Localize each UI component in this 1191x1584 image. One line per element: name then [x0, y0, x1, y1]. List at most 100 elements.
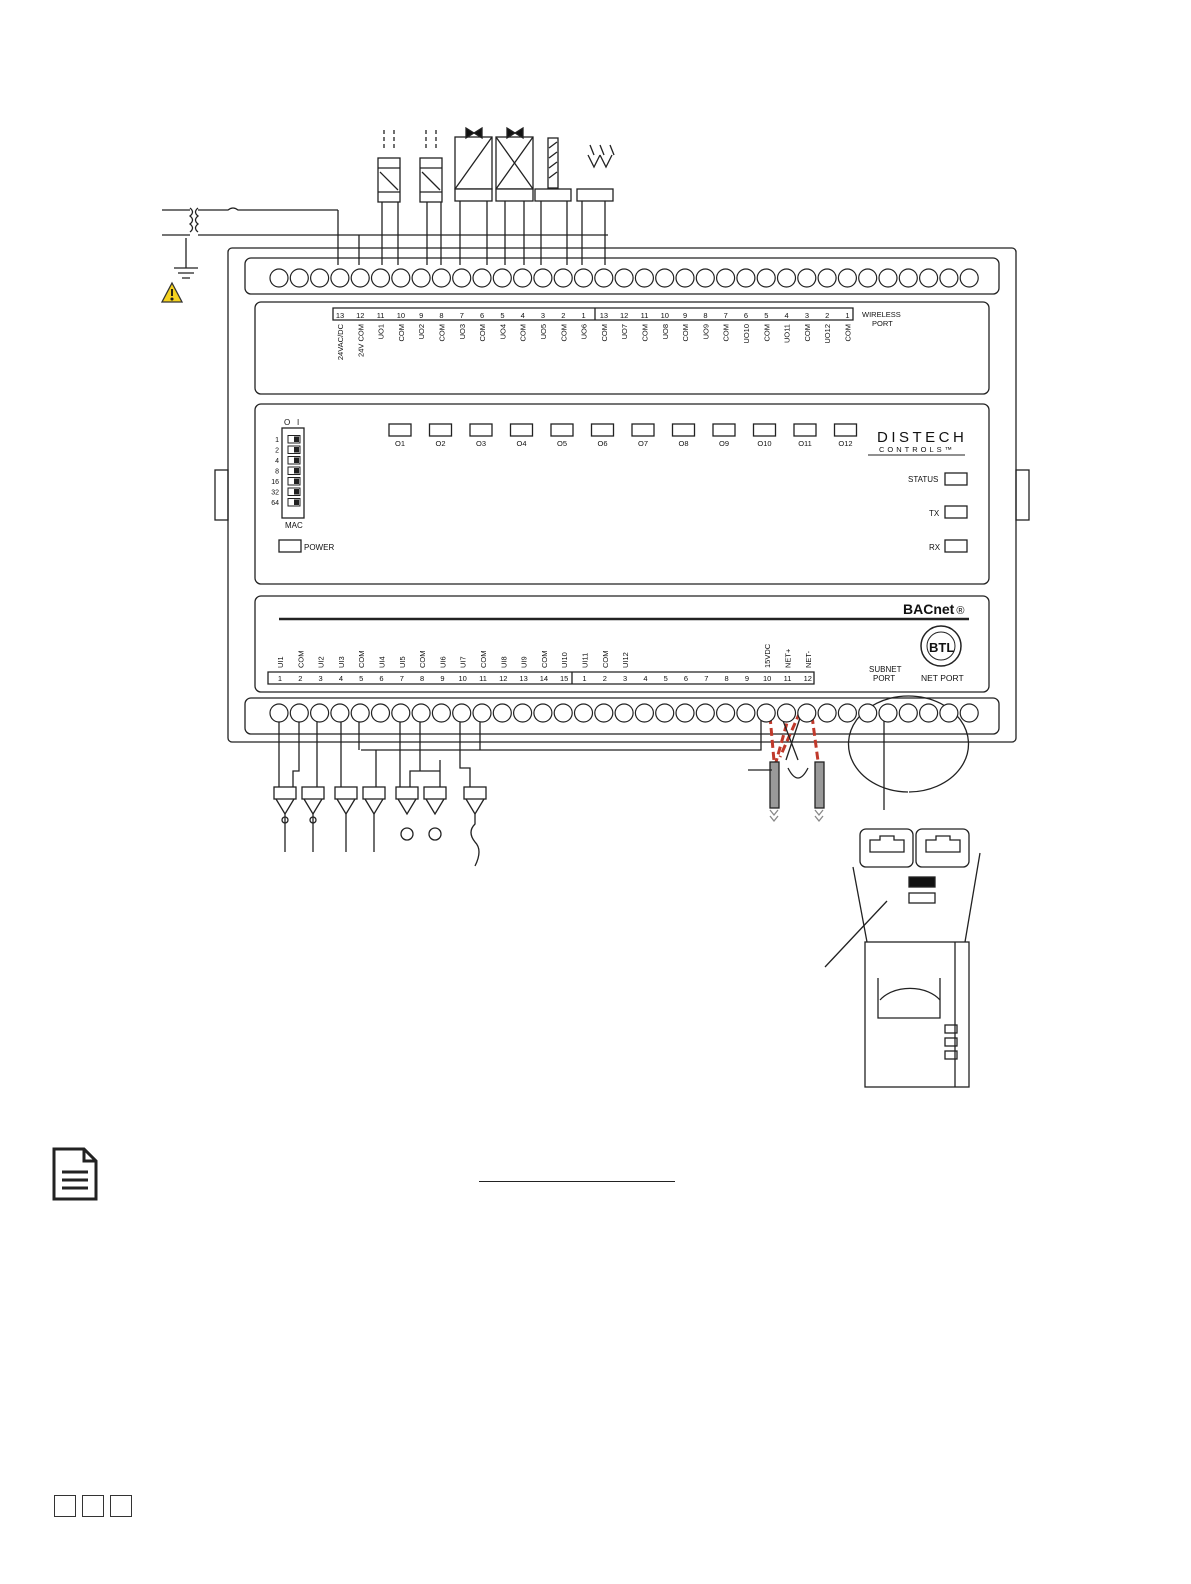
- top-terminal-number: 11: [377, 311, 385, 320]
- output-led-label: O3: [476, 439, 486, 448]
- top-terminal-label: COM: [559, 324, 568, 342]
- dip-switch-toggle: [287, 477, 301, 486]
- dip-header-on: I: [297, 418, 299, 427]
- top-terminal-number: 2: [825, 311, 829, 320]
- bottom-terminal-screw: [472, 703, 492, 723]
- top-terminal-label: COM: [397, 324, 406, 342]
- top-terminal-number: 5: [764, 311, 768, 320]
- top-terminal-label: UO2: [417, 324, 426, 339]
- bottom-terminal-block: [269, 703, 979, 723]
- bottom-terminal-label: COM: [418, 651, 427, 669]
- top-terminal-screw: [614, 268, 634, 288]
- brand-line1: DISTECH: [877, 429, 967, 446]
- top-terminal-number: 8: [439, 311, 443, 320]
- bottom-terminal-number: 5: [664, 674, 668, 683]
- note-icon: [52, 1147, 98, 1201]
- dip-switch-lever: [294, 489, 299, 495]
- bottom-terminal-screw: [837, 703, 858, 723]
- mac-label: MAC: [285, 521, 303, 530]
- net-port-label: NET PORT: [921, 673, 964, 683]
- bottom-terminal-label: UI9: [520, 656, 529, 668]
- output-led-label: O9: [719, 439, 729, 448]
- bottom-terminal-number: 9: [745, 674, 749, 683]
- bottom-terminal-screw: [756, 703, 776, 723]
- bottom-terminal-screw: [289, 703, 309, 723]
- dip-switch-lever: [294, 478, 299, 484]
- footer-boxes: [54, 1495, 132, 1517]
- bacnet-registered-mark: ®: [956, 605, 964, 617]
- bottom-terminal-screw: [411, 703, 431, 723]
- dip-switch-toggle: [287, 445, 301, 454]
- dip-switch-value: 16: [271, 479, 279, 486]
- bottom-terminal-screw: [675, 703, 695, 723]
- top-terminal-number: 7: [724, 311, 728, 320]
- btl-logo: [920, 625, 962, 667]
- bottom-terminal-number: 7: [704, 674, 708, 683]
- bottom-terminal-number: 6: [379, 674, 383, 683]
- top-terminal-label: COM: [722, 324, 731, 342]
- footer-box-1: [54, 1495, 76, 1517]
- output-led-label: O11: [798, 439, 812, 448]
- top-terminal-label: UO6: [580, 324, 589, 339]
- output-led-label: O10: [757, 439, 771, 448]
- output-led-label: O4: [516, 439, 526, 448]
- top-terminal-number: 3: [805, 311, 809, 320]
- bottom-terminal-screw: [452, 703, 472, 723]
- top-terminal-screw: [715, 268, 736, 288]
- top-terminal-label: COM: [478, 324, 487, 342]
- top-terminal-screw: [918, 268, 939, 288]
- top-terminal-number: 10: [397, 311, 405, 320]
- wireless-port-label-1: WIRELESS: [862, 310, 901, 319]
- bottom-terminal-label: COM: [540, 651, 549, 669]
- top-terminal-label: COM: [844, 324, 853, 342]
- top-terminal-label: COM: [641, 324, 650, 342]
- top-terminal-number: 7: [460, 311, 464, 320]
- bottom-terminal-screw: [614, 703, 634, 723]
- top-terminal-screw: [939, 268, 959, 288]
- top-terminal-label: UO11: [783, 324, 792, 343]
- rx-label: RX: [929, 543, 941, 552]
- top-terminal-label: UO3: [458, 324, 467, 339]
- dip-switch-value: 8: [275, 469, 279, 476]
- bottom-terminal-label: UI1: [276, 656, 285, 668]
- wireless-port-label-2: PORT: [872, 319, 893, 328]
- bottom-terminal-number: 4: [643, 674, 647, 683]
- top-terminal-number: 13: [336, 311, 344, 320]
- top-terminal-number: 1: [845, 311, 849, 320]
- top-terminal-screw: [959, 268, 979, 288]
- bottom-terminal-number: 2: [298, 674, 302, 683]
- output-led-label: O5: [557, 439, 567, 448]
- top-terminal-label: UO9: [701, 324, 710, 339]
- bottom-terminal-screw: [695, 703, 715, 723]
- bottom-terminal-label: NET-: [804, 650, 813, 668]
- output-led: [590, 423, 615, 437]
- top-terminal-screw: [898, 268, 918, 288]
- bottom-terminal-number: 1: [278, 674, 282, 683]
- bottom-terminal-screw: [655, 703, 675, 723]
- output-led-label: O2: [435, 439, 445, 448]
- bottom-terminal-number: 5: [359, 674, 363, 683]
- top-terminal-screw: [289, 268, 309, 288]
- dip-switch: [281, 427, 305, 519]
- bottom-terminal-screw: [959, 703, 979, 723]
- brand-line2: CONTROLS™: [879, 445, 955, 454]
- output-led: [712, 423, 736, 437]
- top-terminal-screw: [512, 268, 533, 288]
- bottom-terminal-number: 15: [560, 674, 568, 683]
- top-terminal-screw: [553, 268, 573, 288]
- bottom-terminal-screw: [918, 703, 939, 723]
- bottom-terminal-screw: [634, 703, 655, 723]
- dip-switch-value: 64: [271, 500, 279, 507]
- top-terminal-number: 5: [500, 311, 504, 320]
- tx-led: [944, 505, 968, 519]
- top-terminal-screw: [736, 268, 756, 288]
- bottom-terminal-label: UI2: [317, 656, 326, 668]
- top-terminal-number: 6: [480, 311, 484, 320]
- bottom-terminal-label: UI5: [398, 656, 407, 668]
- status-label: STATUS: [908, 475, 938, 484]
